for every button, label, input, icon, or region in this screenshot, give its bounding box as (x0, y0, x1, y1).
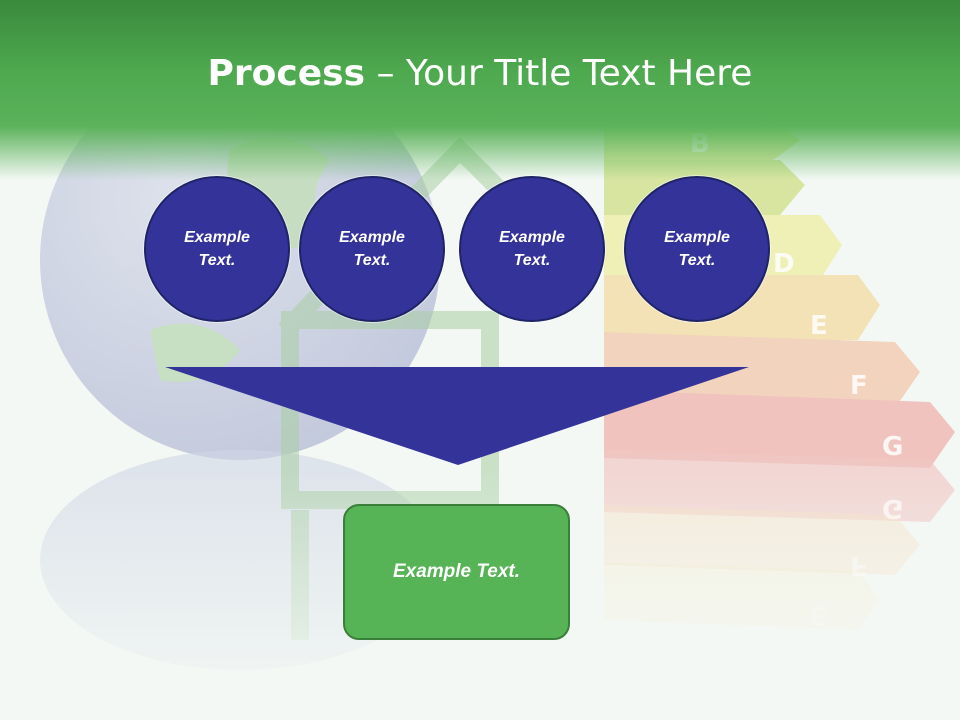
process-circle-1: Example Text. (144, 176, 290, 322)
process-circle-2: Example Text. (299, 176, 445, 322)
process-circle-label: Example Text. (664, 229, 730, 269)
slide-title: Process – Your Title Text Here (0, 52, 960, 96)
energy-letter-g: G (882, 432, 903, 462)
result-box: Example Text. (343, 504, 570, 640)
process-circle-label: Example Text. (339, 229, 405, 269)
energy-letter-f: F (850, 371, 868, 401)
title-banner (0, 0, 960, 180)
energy-letter-e: E (810, 311, 828, 341)
process-circle-label: Example Text. (499, 229, 565, 269)
energy-letter-d: D (773, 249, 795, 279)
title-regular-part: – Your Title Text Here (365, 53, 753, 94)
process-circle-4: Example Text. (624, 176, 770, 322)
title-bold-part: Process (207, 53, 366, 94)
result-label: Example Text. (392, 561, 521, 582)
process-circle-label: Example Text. (184, 229, 250, 269)
funnel-arrow (165, 367, 749, 465)
process-circle-3: Example Text. (459, 176, 605, 322)
